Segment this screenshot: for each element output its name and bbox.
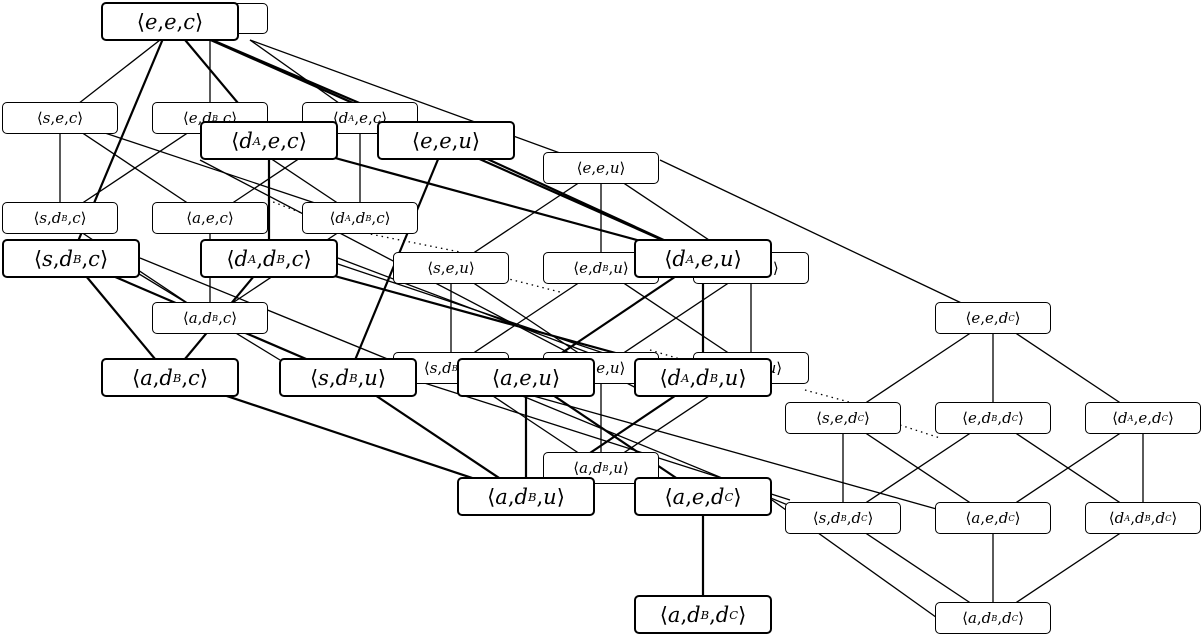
edge-thin — [992, 417, 1144, 519]
edge-thin — [842, 417, 994, 519]
edge-thin — [842, 317, 994, 419]
edge-thin — [59, 117, 361, 219]
node-b-eec: ⟨e, e, c⟩ — [101, 2, 239, 41]
edge-thin — [450, 267, 602, 369]
edge-thin — [659, 159, 994, 319]
node-b-eeu: ⟨e, e, u⟩ — [377, 121, 515, 160]
node-s-sec: ⟨s, e, c⟩ — [2, 102, 118, 134]
edge-dotted — [804, 389, 861, 406]
node-s-seu: ⟨s, e, u⟩ — [393, 252, 509, 284]
node-s-eeu: ⟨e, e, u⟩ — [543, 152, 659, 184]
edge-thin — [600, 267, 752, 369]
edge-thin — [450, 167, 602, 269]
edge-dotted — [359, 231, 461, 253]
edge-thin — [529, 394, 941, 511]
edge-dotted — [267, 199, 321, 221]
edge-thin — [992, 317, 1144, 419]
edge-thin — [992, 517, 1144, 619]
edge-thick — [268, 138, 704, 260]
edge-thin — [59, 117, 211, 219]
edge-thin — [842, 517, 994, 619]
node-s-aec: ⟨a, e, c⟩ — [152, 202, 268, 234]
edge-dotted — [504, 277, 561, 293]
edge-dotted — [899, 424, 941, 439]
node-b-aeu: ⟨a, e, u⟩ — [457, 358, 595, 397]
edge-thin — [249, 39, 602, 169]
